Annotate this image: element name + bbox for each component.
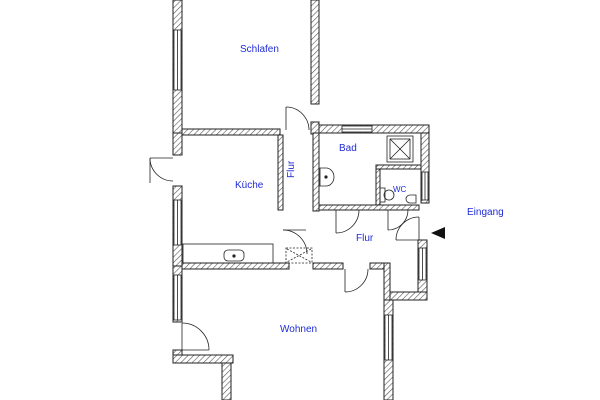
wall-wc-partition [375, 167, 381, 206]
label-schlafen: Schlafen [240, 44, 279, 55]
wall-schlafen-bottom-left [181, 128, 281, 136]
washbasin-icon [319, 167, 335, 187]
door-kueche-outer [149, 157, 174, 183]
door-entrance [395, 216, 420, 241]
door-schlafen [285, 106, 310, 131]
shower-icon [386, 135, 414, 163]
flur-storage [285, 247, 313, 264]
wall-flur-partition [277, 134, 284, 211]
windows [173, 29, 429, 361]
wall-flur-right [383, 262, 391, 301]
wall-schlafen-right [310, 0, 320, 105]
entrance-arrow-icon [431, 227, 445, 239]
label-kueche: Küche [235, 180, 264, 191]
wall-bad-left [312, 132, 320, 212]
door-kueche [282, 229, 308, 255]
wall-bad-bottom [318, 204, 420, 211]
wc-basin-icon [405, 194, 417, 204]
fixtures [182, 135, 417, 264]
door-wc [387, 209, 409, 231]
room-labels: Schlafen Küche Flur Bad WC Flur Eingang … [235, 44, 504, 335]
toilet-icon [379, 187, 395, 203]
wall-wc-top [375, 164, 422, 170]
label-wc: WC [393, 185, 407, 194]
door-wohnen-outer [181, 322, 210, 351]
wall-middle-left [181, 262, 290, 270]
wall-wohnen-bottom [172, 354, 234, 364]
label-bad: Bad [339, 143, 357, 154]
wall-wohnen-bottom-stub [221, 362, 232, 400]
label-wohnen: Wohnen [280, 324, 317, 335]
kitchen-sink-icon [223, 249, 245, 262]
wall-bad-top [318, 124, 430, 134]
label-flur-vertical: Flur [286, 160, 297, 178]
wall-kueche-left-upper [172, 132, 183, 156]
label-flur: Flur [356, 233, 374, 244]
label-eingang: Eingang [467, 207, 504, 218]
door-wohnen [344, 268, 369, 293]
doors [149, 106, 420, 351]
wall-middle-right [312, 262, 344, 270]
door-bad [335, 209, 360, 234]
wall-entrance-bottom [384, 291, 428, 301]
kitchen-counter [182, 243, 274, 264]
wall-schlafen-right-lower [310, 121, 320, 135]
